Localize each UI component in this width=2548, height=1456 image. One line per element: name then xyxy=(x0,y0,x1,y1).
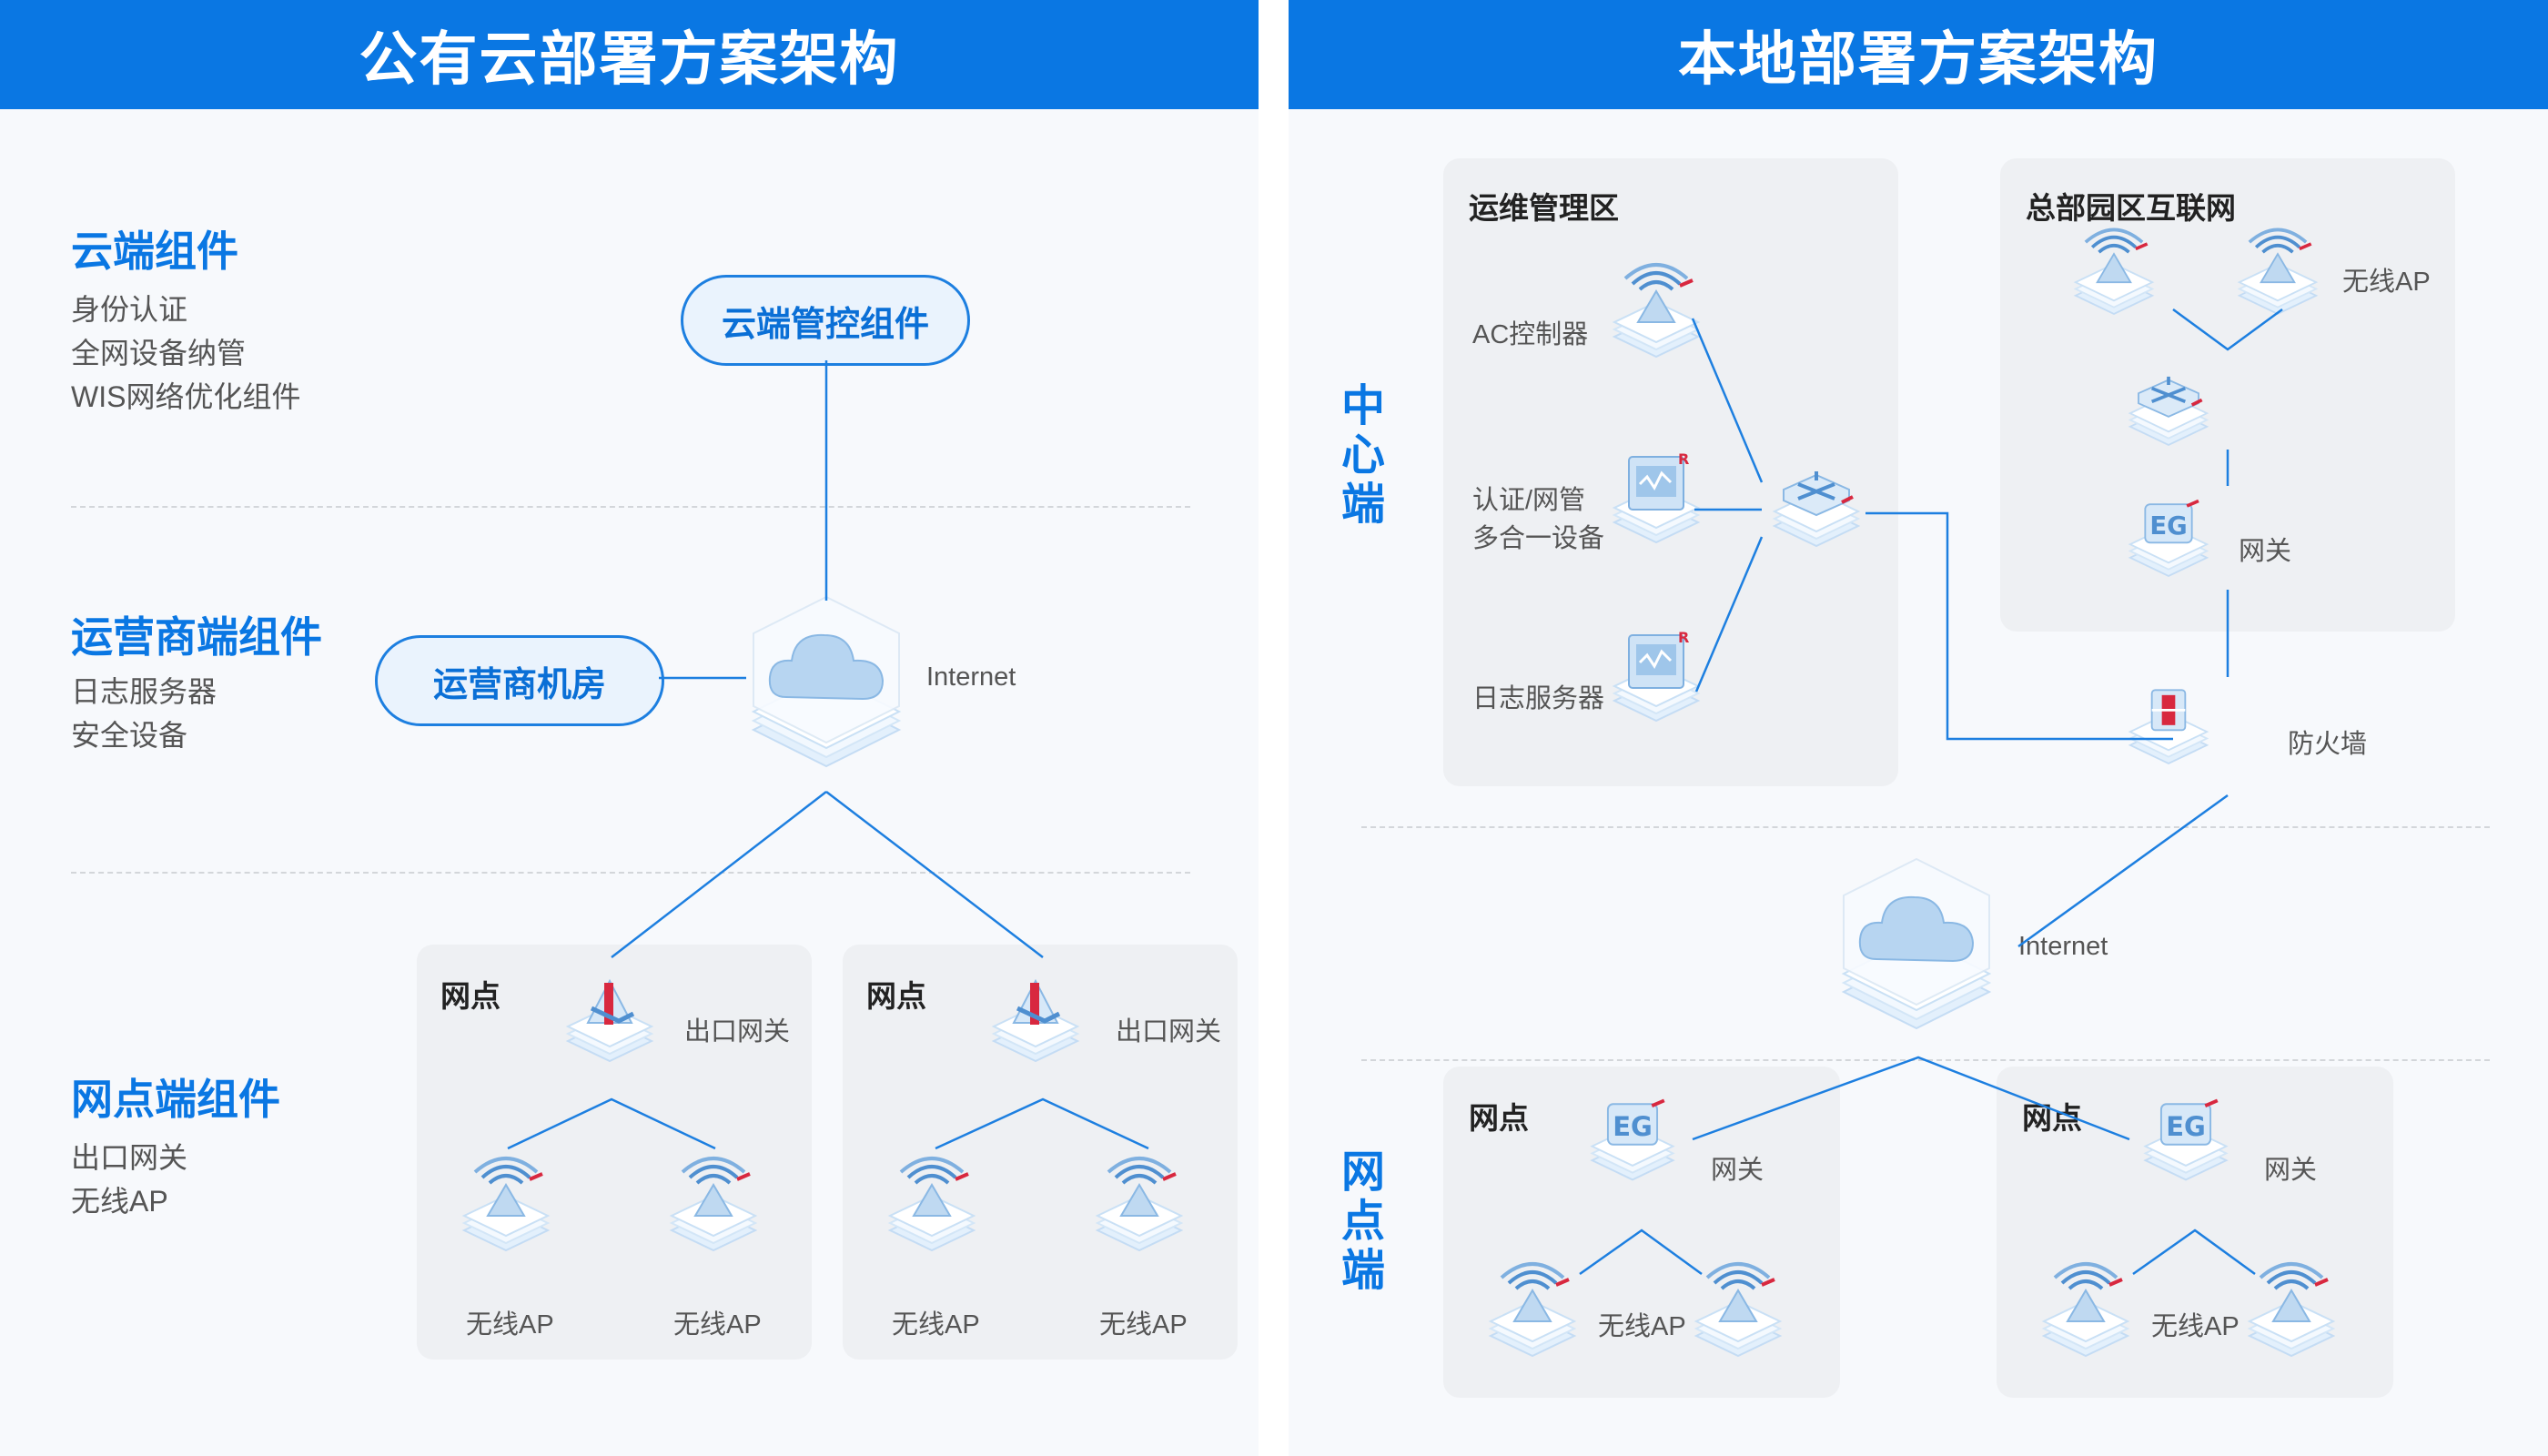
wireless-ap-icon xyxy=(1085,1152,1194,1261)
ops-management-zone: 运维管理区 AC控制器 认证/网管 多合一设备 日志服务器 xyxy=(1443,158,1898,786)
carrier-room-pill: 运营商机房 xyxy=(375,635,664,726)
exit-gateway-icon xyxy=(555,963,664,1072)
hq-campus-zone: 总部园区互联网 无线AP 网关 xyxy=(2000,158,2455,632)
carrier-component-item: 安全设备 xyxy=(71,719,188,752)
branch-side-label: 网点端 xyxy=(1340,1148,1385,1295)
firewall-icon xyxy=(2118,673,2219,774)
exit-gateway-label: 出口网关 xyxy=(1116,1017,1222,1046)
wireless-ap-icon xyxy=(659,1152,768,1261)
wireless-ap-label: 无线AP xyxy=(892,1310,980,1340)
wireless-ap-icon xyxy=(451,1152,561,1261)
branch-component-item: 无线AP xyxy=(71,1185,168,1218)
right-panel: 本地部署方案架构 中心端 网点端 运维管理区 AC控制器 认证/网管 多合一设备… xyxy=(1289,0,2548,1456)
cloud-control-pill: 云端管控组件 xyxy=(681,275,970,366)
branch-box: 网点 出口网关 无线AP 无线AP xyxy=(417,945,812,1360)
wireless-ap-icon xyxy=(877,1152,986,1261)
exit-gateway-icon xyxy=(981,963,1090,1072)
core-switch-icon xyxy=(1762,448,1871,557)
branch-component-item: 出口网关 xyxy=(71,1141,188,1174)
wireless-ap-icon xyxy=(1478,1258,1587,1367)
ops-zone-title: 运维管理区 xyxy=(1469,191,1619,225)
cloud-internet-icon xyxy=(744,570,908,788)
branch-components-heading: 网点端组件 xyxy=(71,1076,280,1123)
wireless-ap-icon xyxy=(2031,1258,2140,1367)
log-server-label: 日志服务器 xyxy=(1472,684,1605,713)
gateway-icon xyxy=(1580,1085,1685,1190)
internet-label: Internet xyxy=(926,662,1016,692)
gateway-icon xyxy=(2118,486,2219,586)
wireless-ap-label: 无线AP xyxy=(1598,1312,1686,1341)
carrier-component-item: 日志服务器 xyxy=(71,675,217,708)
internet-label: Internet xyxy=(2018,932,2108,961)
gateway-icon xyxy=(2133,1085,2239,1190)
center-side-label: 中心端 xyxy=(1340,382,1385,529)
cloud-components-heading: 云端组件 xyxy=(71,228,238,275)
wireless-ap-icon xyxy=(2064,224,2164,324)
wireless-ap-label: 无线AP xyxy=(673,1310,762,1340)
section-divider xyxy=(1361,1059,2490,1061)
section-divider xyxy=(71,506,1190,508)
auth-management-label: 多合一设备 xyxy=(1472,524,1605,553)
ac-controller-label: AC控制器 xyxy=(1472,320,1589,349)
auth-server-icon xyxy=(1602,444,1711,553)
wireless-ap-label: 无线AP xyxy=(2151,1312,2240,1341)
ac-controller-icon xyxy=(1602,258,1711,368)
gateway-label: 网关 xyxy=(2264,1156,2318,1185)
wireless-ap-icon xyxy=(1684,1258,1793,1367)
firewall-label: 防火墙 xyxy=(2288,730,2368,759)
wireless-ap-icon xyxy=(2237,1258,2346,1367)
gateway-label: 网关 xyxy=(1711,1156,1764,1185)
wireless-ap-label: 无线AP xyxy=(466,1310,554,1340)
left-panel: 公有云部署方案架构 云端组件 身份认证 全网设备纳管 WIS网络优化组件 运营商… xyxy=(0,0,1259,1456)
wireless-ap-label: 无线AP xyxy=(2342,268,2431,297)
wireless-ap-icon xyxy=(2228,224,2328,324)
log-server-icon xyxy=(1602,622,1711,732)
exit-gateway-label: 出口网关 xyxy=(684,1017,791,1046)
cloud-internet-icon xyxy=(1835,832,1998,1050)
branch-title: 网点 xyxy=(440,979,500,1013)
branch-box: 网点 出口网关 无线AP 无线AP xyxy=(843,945,1238,1360)
gateway-label: 网关 xyxy=(2239,537,2292,566)
branch-box: 网点 网关 无线AP xyxy=(1997,1067,2393,1398)
branch-title: 网点 xyxy=(1469,1101,1529,1135)
wireless-ap-label: 无线AP xyxy=(1099,1310,1188,1340)
cloud-component-item: WIS网络优化组件 xyxy=(71,380,301,413)
hq-zone-title: 总部园区互联网 xyxy=(2026,191,2236,225)
section-divider xyxy=(1361,826,2490,828)
auth-management-label: 认证/网管 xyxy=(1472,486,1586,515)
cloud-component-item: 全网设备纳管 xyxy=(71,337,247,369)
cloud-component-item: 身份认证 xyxy=(71,293,188,326)
carrier-components-heading: 运营商端组件 xyxy=(71,613,322,661)
section-divider xyxy=(71,872,1190,874)
left-panel-title: 公有云部署方案架构 xyxy=(0,0,1259,109)
branch-title: 网点 xyxy=(866,979,926,1013)
branch-box: 网点 网关 无线AP xyxy=(1443,1067,1840,1398)
right-panel-title: 本地部署方案架构 xyxy=(1289,0,2548,109)
branch-title: 网点 xyxy=(2022,1101,2082,1135)
switch-icon xyxy=(2118,355,2219,455)
